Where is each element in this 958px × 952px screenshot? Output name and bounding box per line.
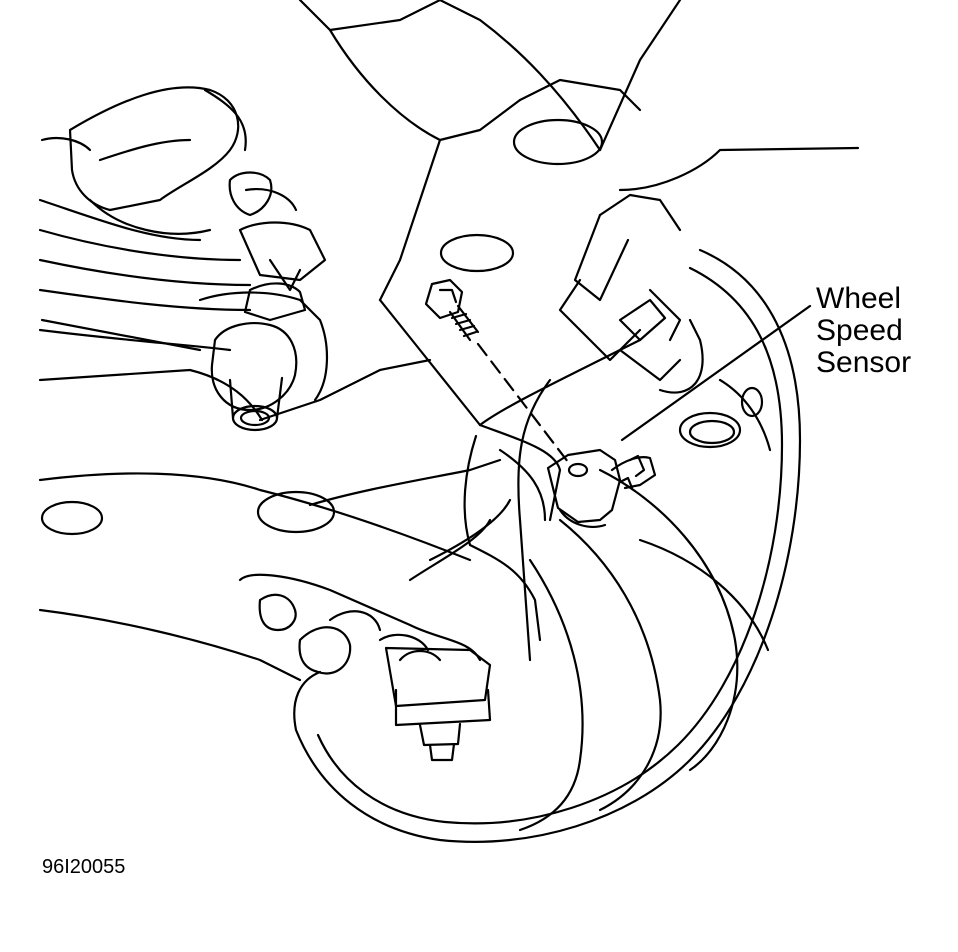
frame-rail	[38, 136, 232, 352]
stabilizer-link	[38, 86, 327, 312]
wheel-speed-sensor-callout: Wheel Speed Sensor	[816, 283, 911, 379]
callout-line-2: Speed	[816, 314, 903, 347]
callout-leader-line	[620, 304, 812, 442]
sensor-bolt	[424, 278, 570, 464]
callout-line-3: Sensor	[816, 346, 912, 379]
lower-ball-joint	[238, 573, 492, 762]
backing-plate-hole	[678, 386, 764, 449]
control-arm-bushing	[198, 282, 328, 432]
backing-plate	[293, 248, 802, 843]
lower-control-arm	[38, 233, 515, 682]
upper-arm	[298, 0, 642, 302]
callout-line-1: Wheel	[816, 282, 902, 315]
figure-id-label: 96I20055	[42, 856, 126, 878]
wheel-speed-sensor	[546, 448, 657, 528]
steering-knuckle	[408, 338, 642, 662]
strut-assembly	[438, 0, 860, 394]
